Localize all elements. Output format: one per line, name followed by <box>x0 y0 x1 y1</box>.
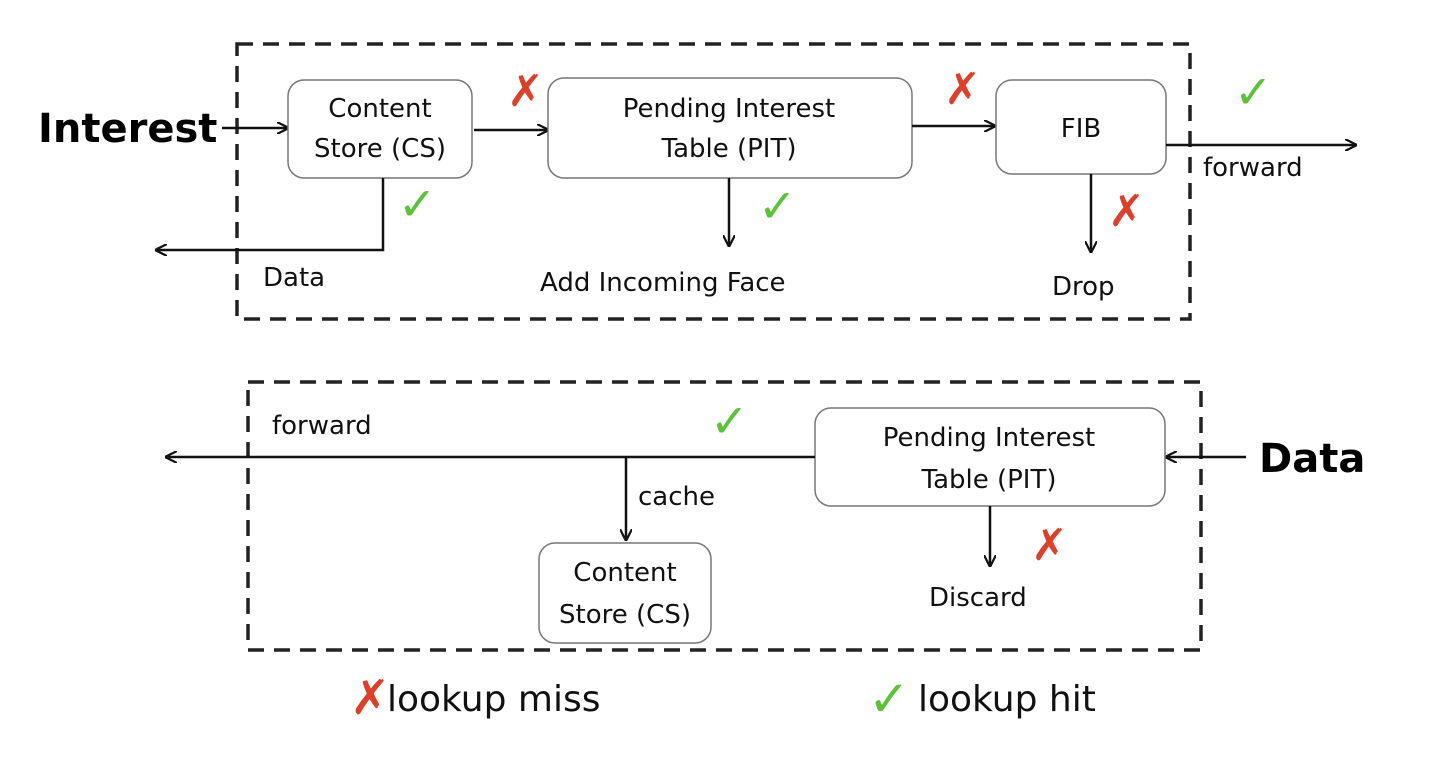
interest-pit-box: Pending Interest Table (PIT) <box>547 77 913 179</box>
interest-pit-hit-check: ✓ <box>758 179 797 233</box>
data-pipeline-frame <box>246 380 1203 652</box>
data-pit-box: Pending Interest Table (PIT) <box>814 407 1166 507</box>
data-cs-line2: Store (CS) <box>559 600 691 630</box>
interest-pit-miss-x: ✗ <box>944 64 981 115</box>
interest-cs-data-return-arrow <box>156 178 385 250</box>
interest-cs-hit-check: ✓ <box>398 177 437 231</box>
fib-label: FIB <box>1061 114 1101 144</box>
interest-input-label: Interest <box>38 106 217 152</box>
interest-pipeline-frame <box>235 42 1192 321</box>
fib-miss-x: ✗ <box>1108 186 1145 237</box>
add-incoming-face-label: Add Incoming Face <box>540 268 786 298</box>
legend: ✗ lookup miss ✓ lookup hit <box>350 670 1096 728</box>
legend-miss-label: lookup miss <box>387 679 601 720</box>
interest-pipeline: Interest Content Store (CS) Data ✓ ✗ Pen… <box>38 42 1356 321</box>
legend-hit-icon: ✓ <box>868 670 910 728</box>
data-forward-label: forward <box>272 411 372 441</box>
cache-label: cache <box>638 482 715 512</box>
interest-pit-line1: Pending Interest <box>623 94 835 124</box>
data-pit-hit-check: ✓ <box>710 394 749 448</box>
interest-cs-miss-x: ✗ <box>507 66 544 117</box>
fib-hit-check: ✓ <box>1234 65 1273 119</box>
interest-cs-line2: Store (CS) <box>314 134 446 164</box>
interest-pit-line2: Table (PIT) <box>660 134 796 164</box>
data-pit-line2: Table (PIT) <box>920 465 1056 495</box>
legend-hit-label: lookup hit <box>918 679 1096 720</box>
data-pit-line1: Pending Interest <box>883 423 1095 453</box>
interest-cs-line1: Content <box>328 94 431 124</box>
data-cs-line1: Content <box>573 558 676 588</box>
interest-data-label: Data <box>263 263 325 293</box>
data-pipeline: Data Pending Interest Table (PIT) forwar… <box>166 380 1365 652</box>
interest-forward-label: forward <box>1203 153 1303 183</box>
data-content-store-box: Content Store (CS) <box>538 542 712 644</box>
interest-content-store-box: Content Store (CS) <box>287 79 473 179</box>
discard-label: Discard <box>929 583 1027 613</box>
drop-label: Drop <box>1052 272 1115 302</box>
fib-box: FIB <box>995 79 1167 175</box>
legend-miss-icon: ✗ <box>350 670 390 726</box>
data-input-label: Data <box>1259 436 1365 482</box>
data-pit-miss-x: ✗ <box>1031 520 1068 571</box>
